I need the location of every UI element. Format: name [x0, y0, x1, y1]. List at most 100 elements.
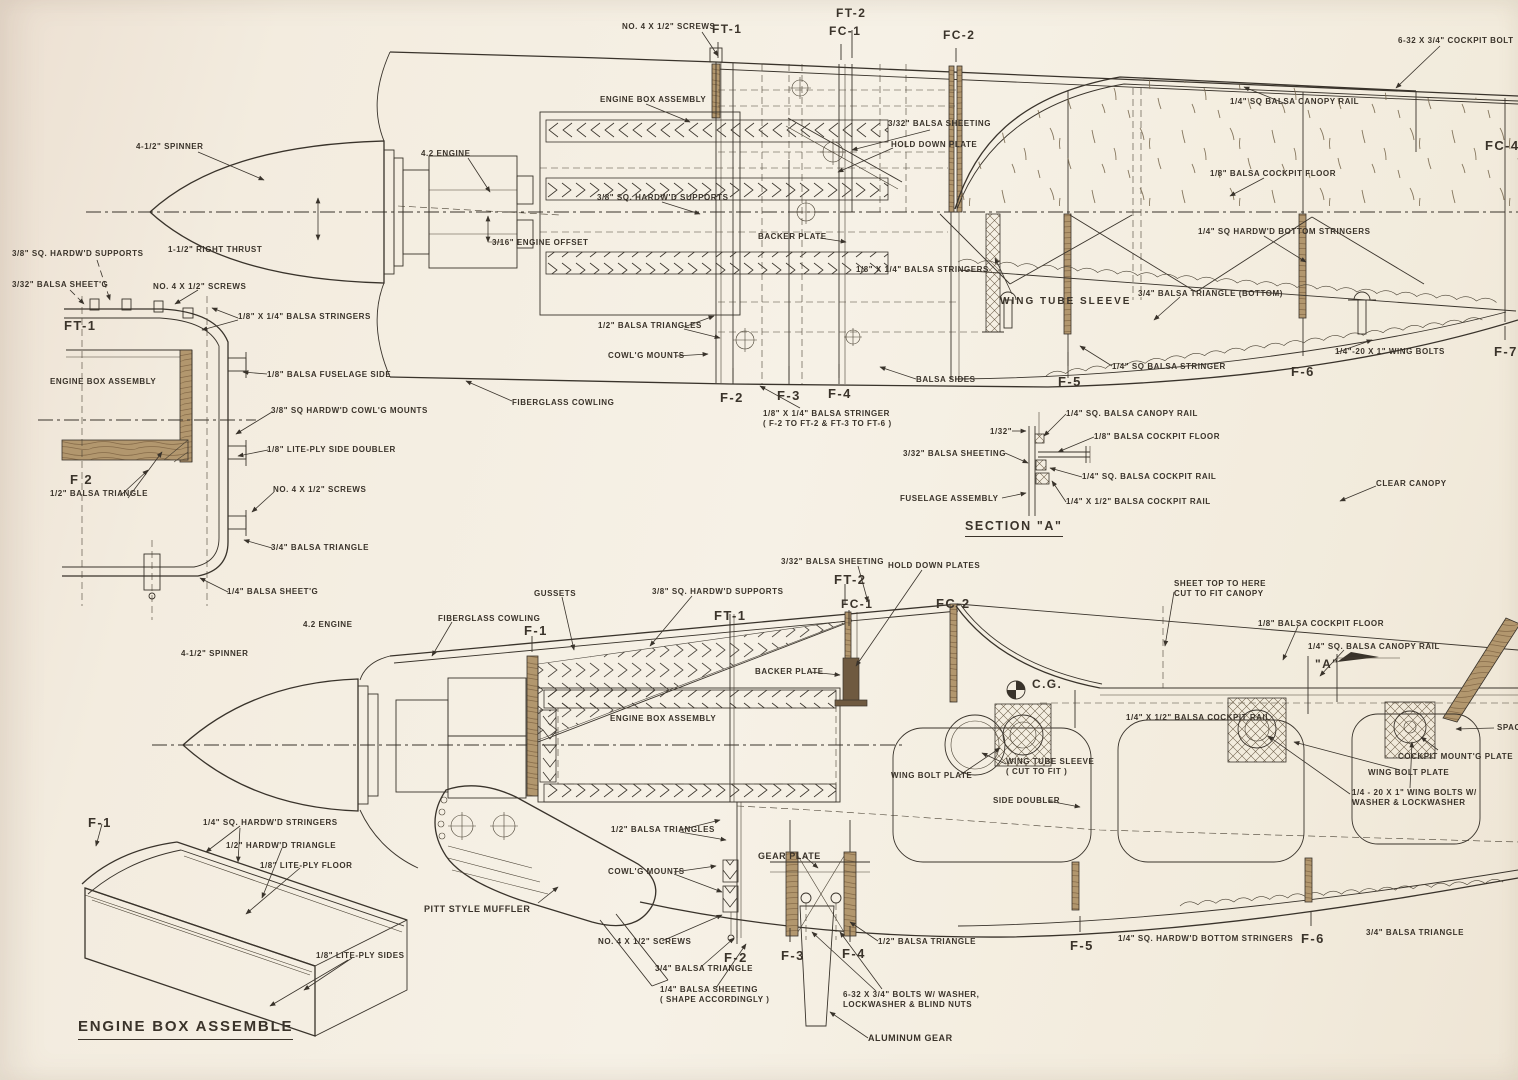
label-hold-down-plate: HOLD DOWN PLATE [891, 140, 978, 149]
engine-box-isometric [81, 841, 408, 1037]
label-iso-stringers: 1/4" SQ. HARDW'D STRINGERS [203, 818, 338, 827]
label-f2-top: F-2 [720, 390, 744, 405]
label-cowl-mounts-top: COWL'G MOUNTS [608, 351, 685, 360]
label-f6-side: F-6 [1301, 931, 1325, 946]
label-ft1-side: FT-1 [714, 608, 747, 623]
label-iso-floor: 1/8" LITE-PLY FLOOR [260, 861, 353, 870]
label-ft2-side: FT-2 [834, 572, 867, 587]
label-sv-cockpit-floor: 1/8" BALSA COCKPIT FLOOR [1258, 619, 1385, 628]
label-stringer-note: 1/8" X 1/4" BALSA STRINGER ( F-2 TO FT-2… [763, 409, 892, 429]
label-canopy-rail-top: 1/4" SQ BALSA CANOPY RAIL [1230, 97, 1360, 106]
label-gear-plate: GEAR PLATE [758, 851, 821, 861]
label-fiberglass-top: FIBERGLASS COWLING [512, 398, 615, 407]
label-triangle-12-left: 1/2" BALSA TRIANGLE [50, 489, 148, 498]
label-f7-top: F-7 [1494, 344, 1518, 359]
label-f4-top: F-4 [828, 386, 852, 401]
label-f6-top: F-6 [1291, 364, 1315, 379]
label-engine-box-top: ENGINE BOX ASSEMBLY [600, 95, 707, 104]
label-stringers-left: 1/8" X 1/4" BALSA STRINGERS [238, 312, 371, 321]
label-sa-sheeting: 3/32" BALSA SHEETING [903, 449, 1006, 458]
label-no4-screws-3: NO. 4 X 1/2" SCREWS [273, 485, 367, 494]
label-no4-screws-1: NO. 4 X 1/2" SCREWS [622, 22, 716, 31]
label-pitt-muffler: PITT STYLE MUFFLER [424, 904, 531, 914]
label-ft1-top: FT-1 [712, 22, 743, 36]
label-cockpit-floor-top: 1/8" BALSA COCKPIT FLOOR [1210, 169, 1337, 178]
label-f1-iso: F-1 [88, 815, 112, 830]
label-triangles-12: 1/2" BALSA TRIANGLES [598, 321, 702, 330]
label-sq-stringer: 1/4" SQ BALSA STRINGER [1112, 362, 1226, 371]
leader-lines [69, 30, 1506, 1039]
label-engine-box-left: ENGINE BOX ASSEMBLY [50, 377, 157, 386]
label-backer-side: BACKER PLATE [755, 667, 824, 676]
label-engine-top: 4.2 ENGINE [421, 149, 471, 158]
label-sa-floor: 1/8" BALSA COCKPIT FLOOR [1094, 432, 1221, 441]
label-no4-screws-2: NO. 4 X 1/2" SCREWS [153, 282, 247, 291]
label-bottom-stringers-top: 1/4" SQ HARDW'D BOTTOM STRINGERS [1198, 227, 1371, 236]
label-bolts-note: 6-32 X 3/4" BOLTS W/ WASHER, LOCKWASHER … [843, 990, 980, 1010]
label-balsa-sheeting-side: 1/4" BALSA SHEETING ( SHAPE ACCORDINGLY … [660, 985, 770, 1005]
label-aluminum-gear: ALUMINUM GEAR [868, 1033, 953, 1043]
label-ft1-left: FT-1 [64, 318, 97, 333]
label-sv-supports: 3/8" SQ. HARDW'D SUPPORTS [652, 587, 784, 596]
label-f2-left: F 2 [70, 472, 93, 487]
label-wing-tube-side: WING TUBE SLEEVE ( CUT TO FIT ) [1006, 757, 1095, 777]
label-iso-triangle: 1/2" HARDW'D TRIANGLE [226, 841, 337, 850]
label-triangle-bottom: 3/4" BALSA TRIANGLE (BOTTOM) [1138, 289, 1283, 298]
label-right-thrust: 1-1/2" RIGHT THRUST [168, 245, 263, 254]
label-sa-rail-sq: 1/4" SQ. BALSA COCKPIT RAIL [1082, 472, 1217, 481]
label-wing-bolt-plate-2: WING BOLT PLATE [1368, 768, 1450, 777]
label-wing-bolt-plate-1: WING BOLT PLATE [891, 771, 973, 780]
label-engine-side: 4.2 ENGINE [303, 620, 353, 629]
label-spinner-top: 4-1/2" SPINNER [136, 142, 204, 151]
label-ft2-top: FT-2 [836, 6, 867, 20]
section-a-detail [1012, 412, 1091, 516]
label-cg: C.G. [1032, 677, 1063, 691]
label-stringers-top2: 1/8" X 1/4" BALSA STRINGERS [856, 265, 989, 274]
label-sv-holddown: HOLD DOWN PLATES [888, 561, 981, 570]
label-engine-box-side: ENGINE BOX ASSEMBLY [610, 714, 717, 723]
label-cockpit-mount: COCKPIT MOUNT'G PLATE [1398, 752, 1514, 761]
top-view [86, 47, 1518, 388]
label-sv-canopy-rail: 1/4" SQ. BALSA CANOPY RAIL [1308, 642, 1440, 651]
label-sa-132: 1/32" [990, 427, 1013, 436]
label-fc2-top: FC-2 [943, 28, 976, 42]
section-a-title: SECTION "A" [965, 518, 1063, 538]
label-cowl-mounts-note: 3/8" SQ HARDW'D COWL'G MOUNTS [271, 406, 428, 415]
label-a-flag: "A" [1315, 657, 1340, 671]
label-triangles-side: 1/2" BALSA TRIANGLES [611, 825, 715, 834]
label-cockpit-bolt: 6-32 X 3/4" COCKPIT BOLT [1398, 36, 1514, 45]
label-clear-canopy: CLEAR CANOPY [1376, 479, 1447, 488]
label-fc1-top: FC-1 [829, 24, 862, 38]
label-fc2-side: FC-2 [936, 596, 971, 611]
label-side-doubler: SIDE DOUBLER [993, 796, 1061, 805]
label-sheet-top-note: SHEET TOP TO HERE CUT TO FIT CANOPY [1174, 579, 1267, 599]
label-balsa-sheetg-2: 1/4" BALSA SHEET'G [227, 587, 319, 596]
label-no4-screws-4: NO. 4 X 1/2" SCREWS [598, 937, 692, 946]
label-sv-cockpit-rail: 1/4" X 1/2" BALSA COCKPIT RAIL [1126, 713, 1271, 722]
label-f5-top: F-5 [1058, 374, 1082, 389]
label-wing-bolts-top: 1/4"-20 X 1" WING BOLTS [1335, 347, 1445, 356]
label-f2-side: F-2 [724, 950, 748, 965]
label-balsa-sheetg-left: 3/32" BALSA SHEET'G [12, 280, 109, 289]
engine-box-title: ENGINE BOX ASSEMBLE [78, 1017, 294, 1040]
label-balsa-sides: BALSA SIDES [916, 375, 976, 384]
label-fuselage-side-note: 1/8" BALSA FUSELAGE SIDE [267, 370, 392, 379]
label-wing-tube-top: WING TUBE SLEEVE [1000, 296, 1132, 307]
label-f4-side: F-4 [842, 946, 866, 961]
label-fc4: FC-4 [1485, 138, 1518, 153]
label-fc1-side: FC-1 [841, 597, 874, 611]
label-engine-offset: 3/16" ENGINE OFFSET [492, 238, 589, 247]
label-triangle-34-side: 3/4" BALSA TRIANGLE [655, 964, 753, 973]
label-sheeting-top: 3/32" BALSA SHEETING [888, 119, 991, 128]
label-fiberglass-side: FIBERGLASS COWLING [438, 614, 541, 623]
label-spacer: SPACE [1497, 723, 1518, 732]
label-supports-top: 3/8" SQ. HARDW'D SUPPORTS [597, 193, 729, 202]
label-triangle-34-right: 3/4" BALSA TRIANGLE [1366, 928, 1464, 937]
label-f1-side: F-1 [524, 623, 548, 638]
label-f3-top: F-3 [777, 388, 801, 403]
label-sv-sheeting: 3/32" BALSA SHEETING [781, 557, 884, 566]
label-cowl-mounts-side: COWL'G MOUNTS [608, 867, 685, 876]
label-supports-left: 3/8" SQ. HARDW'D SUPPORTS [12, 249, 144, 258]
